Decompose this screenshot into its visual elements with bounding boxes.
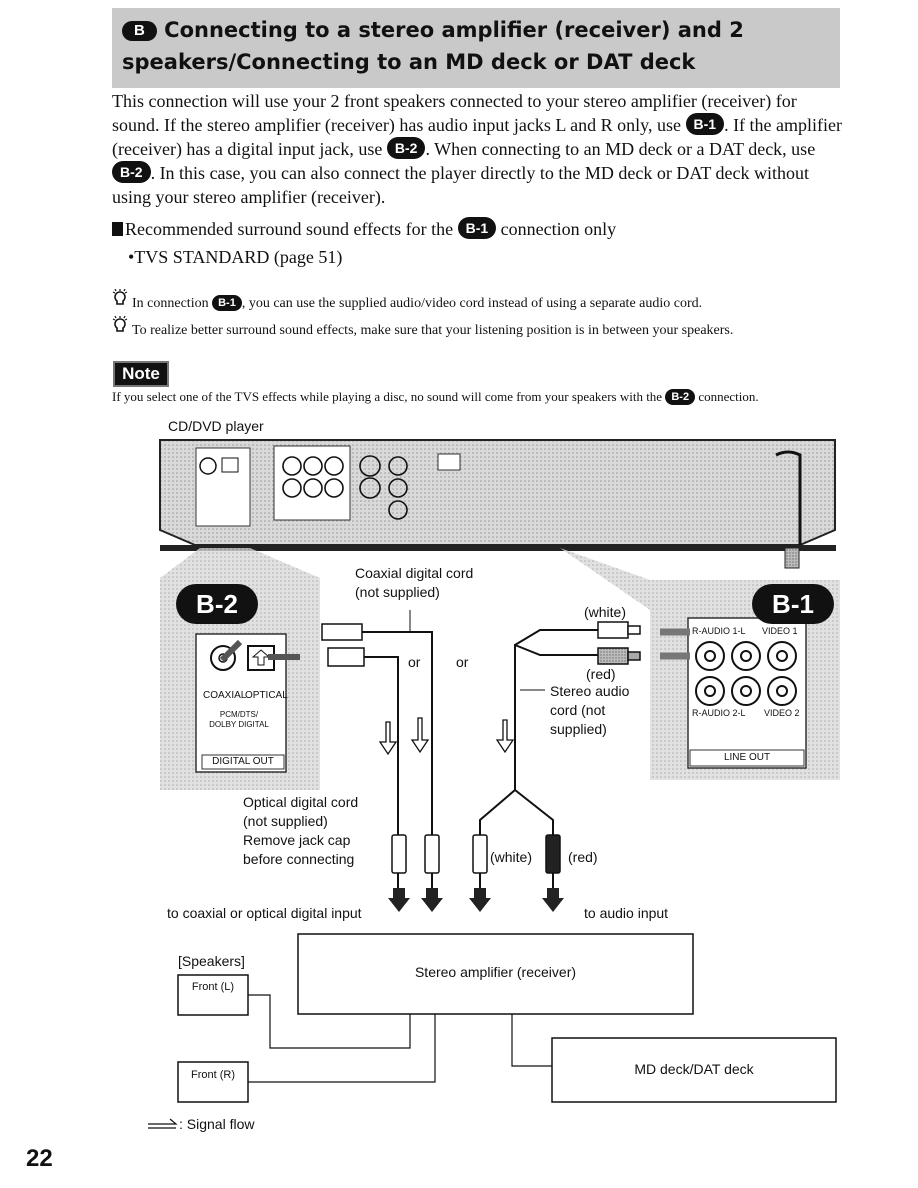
section-title: B Connecting to a stereo amplifier (rece… (122, 14, 837, 78)
audio-input-label: to audio input (584, 905, 669, 921)
or-label-1: or (408, 654, 421, 670)
front-r-label: Front (R) (191, 1069, 235, 1081)
intro-paragraph: This connection will use your 2 front sp… (112, 89, 842, 209)
rca-plugs-bottom (391, 834, 561, 874)
intro-text-3: . When connecting to an MD deck or a DAT… (425, 139, 816, 159)
tip-1-post: , you can use the supplied audio/video c… (241, 296, 703, 311)
section-badge: B (122, 21, 157, 41)
digital-out-label: DIGITAL OUT (212, 756, 274, 767)
md-deck-box (551, 1037, 837, 1103)
pcm-label: PCM/DTS/ DOLBY DIGITAL (209, 710, 269, 729)
recommended-badge: B-1 (457, 217, 497, 239)
note-badge-b2: B-2 (665, 389, 696, 405)
video1-label: VIDEO 1 (762, 626, 798, 636)
speaker-wires (248, 994, 552, 1083)
note-post: connection. (695, 389, 759, 404)
signal-flow-legend-icon (148, 1118, 178, 1129)
red-label: (red) (586, 666, 616, 682)
tip-1-badge: B-1 (212, 295, 242, 311)
optical-cord-label: Optical digital cord (not supplied) Remo… (243, 794, 359, 867)
signal-flow-label: : Signal flow (179, 1116, 255, 1132)
page-number: 22 (26, 1145, 53, 1172)
badge-b2-deck: B-2 (112, 161, 151, 183)
white-label: (white) (584, 604, 627, 620)
recommended-prefix: Recommended surround sound effects for t… (125, 219, 458, 239)
line-out-label: LINE OUT (723, 752, 771, 763)
r-audio-2-label: R-AUDIO 2-L (692, 708, 746, 718)
tip-1-pre: In connection (132, 296, 213, 311)
intro-text-4: . In this case, you can also connect the… (112, 163, 810, 207)
digital-input-label: to coaxial or optical digital input (167, 905, 362, 921)
front-l-label: Front (L) (191, 981, 235, 993)
tip-1: In connection B-1, you can use the suppl… (112, 288, 703, 313)
recommended-heading: Recommended surround sound effects for t… (112, 217, 616, 241)
recommended-item: •TVS STANDARD (page 51) (128, 247, 343, 267)
stereo-audio-cord (479, 629, 598, 905)
stereo-cord-label: Stereo audio cord (not supplied) (550, 683, 630, 737)
b2-plugs (219, 610, 433, 905)
r-audio-1-label: R-AUDIO 1-L (692, 626, 746, 636)
intro-text-2: . If the amplifier (receiver) has a digi… (112, 115, 843, 159)
or-label-2: or (456, 654, 469, 670)
badge-b1: B-1 (685, 113, 725, 135)
coaxial-cord-label: Coaxial digital cord (not supplied) (355, 565, 474, 600)
signal-flow-arrows (378, 717, 515, 756)
b1-badge: B-1 (752, 584, 834, 624)
section-title-text: Connecting to a stereo amplifier (receiv… (122, 18, 744, 74)
badge-b2: B-2 (386, 137, 426, 159)
white-label-2: (white) (490, 849, 533, 865)
speakers-label: [Speakers] (178, 953, 245, 969)
optical-jack-label: OPTICAL (245, 690, 288, 701)
player-rear-panel (159, 439, 836, 569)
lightbulb-icon (112, 288, 132, 313)
down-arrows (388, 888, 564, 912)
video2-label: VIDEO 2 (764, 708, 800, 718)
note-pre: If you select one of the TVS effects whi… (112, 389, 666, 404)
red-label-2: (red) (568, 849, 598, 865)
front-r-box (177, 1061, 249, 1103)
md-deck-label: MD deck/DAT deck (634, 1061, 754, 1077)
square-bullet-icon (112, 222, 123, 236)
tip-2-text: To realize better surround sound effects… (132, 323, 734, 338)
intro-text-1: This connection will use your 2 front sp… (112, 91, 797, 135)
lightbulb-icon (112, 315, 132, 340)
recommended-suffix: connection only (496, 219, 617, 239)
tip-2: To realize better surround sound effects… (112, 315, 734, 340)
note-badge: Note (113, 361, 169, 387)
amplifier-label: Stereo amplifier (receiver) (414, 964, 577, 980)
b2-badge: B-2 (176, 584, 258, 624)
note-text: If you select one of the TVS effects whi… (112, 389, 852, 405)
amplifier-box (297, 933, 694, 1015)
player-label: CD/DVD player (168, 418, 264, 434)
rca-plugs-top (597, 621, 690, 665)
coaxial-jack-label: COAXIAL (203, 690, 247, 701)
header-banner (112, 8, 840, 88)
